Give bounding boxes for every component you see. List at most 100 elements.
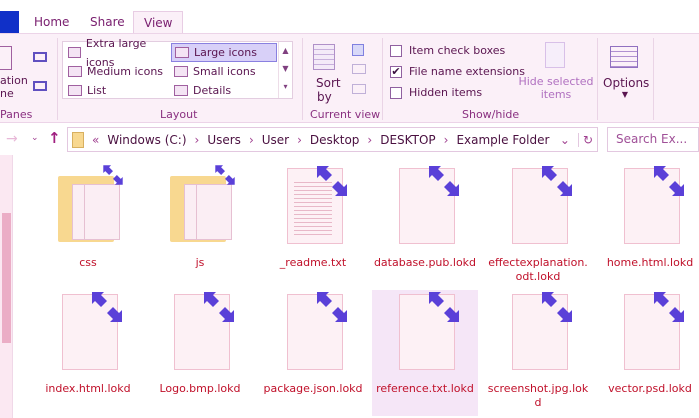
locked-arrow-icon (92, 292, 122, 322)
navigation-pane-scrollbar[interactable] (0, 155, 13, 418)
layout-small-icons[interactable]: Small icons (171, 62, 277, 81)
divider (382, 38, 383, 120)
medium-icons-icon (68, 66, 82, 77)
navigation-pane-icon[interactable] (0, 46, 12, 70)
locked-arrow-icon (542, 166, 572, 196)
file-icon (399, 294, 455, 370)
file-item[interactable]: vector.psd.lokd (597, 290, 699, 416)
file-item[interactable]: css (35, 164, 141, 290)
ribbon: ation ne Panes Extra large icons Medium … (0, 33, 699, 123)
refresh-icon[interactable]: ↻ (577, 132, 597, 147)
layout-large-icons[interactable]: Large icons (171, 43, 277, 62)
tab-view[interactable]: View (133, 11, 184, 34)
file-name: screenshot.jpg.lokd (487, 382, 589, 409)
recent-locations-icon[interactable]: ⌄ (31, 133, 39, 143)
file-item[interactable]: home.html.lokd (597, 164, 699, 290)
forward-arrow-icon[interactable]: → (6, 131, 18, 147)
file-icon (512, 294, 568, 370)
layout-gallery: Extra large icons Medium icons List Larg… (62, 37, 293, 100)
crumb-windows[interactable]: Windows (C:) (107, 132, 187, 147)
layout-medium-icons[interactable]: Medium icons (65, 62, 170, 81)
tab-share[interactable]: Share (90, 15, 125, 29)
sort-label[interactable]: Sort (316, 76, 341, 90)
group-show-hide-label: Show/hide (462, 108, 520, 121)
file-name: _readme.txt (279, 256, 347, 269)
divider (57, 38, 58, 120)
layout-list[interactable]: List (65, 81, 170, 100)
details-pane-icon[interactable] (33, 81, 47, 91)
divider (653, 38, 654, 120)
file-item[interactable]: database.pub.lokd (372, 164, 478, 290)
large-icons-icon (175, 47, 189, 58)
navigation-pane-button[interactable]: ation ne (0, 74, 28, 100)
file-name: vector.psd.lokd (608, 382, 692, 395)
locked-arrow-icon (654, 166, 684, 196)
options-button[interactable]: Options▼ (603, 76, 650, 99)
crumb-desktop[interactable]: Desktop (309, 132, 360, 147)
locked-arrow-icon (429, 166, 459, 196)
tab-file[interactable] (0, 11, 19, 33)
checkbox[interactable] (390, 44, 402, 57)
gallery-scroll[interactable]: ▲▼▾ (278, 42, 292, 98)
address-dropdown-icon[interactable]: ⌄ (559, 132, 570, 147)
file-icon (624, 294, 680, 370)
file-item[interactable]: screenshot.jpg.lokd (485, 290, 591, 416)
show-hide-checks: Item check boxes ✔File name extensions H… (390, 40, 525, 103)
file-item[interactable]: package.json.lokd (260, 290, 366, 416)
file-icon (174, 294, 230, 370)
hidden-items-toggle[interactable]: Hidden items (390, 82, 525, 103)
file-item[interactable]: reference.txt.lokd (372, 290, 478, 416)
locked-arrow-icon (317, 166, 347, 196)
chevron-down-icon: ▼ (621, 90, 629, 99)
size-columns-icon[interactable] (352, 84, 366, 94)
search-input[interactable]: Search Ex... (607, 127, 699, 152)
checkbox-checked[interactable]: ✔ (390, 64, 402, 78)
crumb-users[interactable]: Users (207, 132, 241, 147)
locked-arrow-icon (654, 292, 684, 322)
file-item[interactable]: js (147, 164, 253, 290)
file-item[interactable]: Logo.bmp.lokd (147, 290, 253, 416)
group-by-icon[interactable] (352, 44, 364, 56)
layout-details[interactable]: Details (171, 81, 277, 100)
file-icon (62, 294, 118, 370)
add-columns-icon[interactable] (352, 64, 366, 74)
options-icon (610, 46, 638, 68)
crumb-example-folder[interactable]: Example Folder (456, 132, 550, 147)
file-icon (624, 168, 680, 244)
preview-pane-icon[interactable] (33, 52, 47, 62)
file-name: database.pub.lokd (373, 256, 477, 269)
file-name: index.html.lokd (45, 382, 131, 395)
group-current-view-label: Current view (310, 108, 381, 121)
text-file-icon (287, 168, 343, 244)
crumb-user[interactable]: User (261, 132, 290, 147)
file-name-extensions-toggle[interactable]: ✔File name extensions (390, 64, 525, 78)
file-name: package.json.lokd (263, 382, 363, 395)
file-item[interactable]: _readme.txt (260, 164, 366, 290)
layout-extra-large-icons[interactable]: Extra large icons (65, 37, 170, 69)
item-check-boxes-toggle[interactable]: Item check boxes (390, 40, 525, 61)
tab-home[interactable]: Home (34, 15, 70, 29)
file-icon (287, 294, 343, 370)
sort-by-button[interactable]: by (317, 90, 332, 104)
locked-arrow-icon (103, 165, 123, 185)
hide-selected-icon (545, 42, 565, 68)
locked-arrow-icon (204, 292, 234, 322)
file-icon (512, 168, 568, 244)
file-name: js (195, 256, 205, 269)
checkbox[interactable] (390, 86, 402, 99)
locked-arrow-icon (542, 292, 572, 322)
crumb-desktop-folder[interactable]: DESKTOP (380, 132, 436, 147)
extra-large-icons-icon (68, 47, 81, 58)
scrollbar-thumb[interactable] (2, 213, 11, 343)
address-bar[interactable]: « Windows (C:)› Users› User› Desktop› DE… (67, 127, 598, 152)
file-name: reference.txt.lokd (376, 382, 474, 395)
ribbon-tabs: Home Share View (0, 0, 699, 34)
file-item[interactable]: index.html.lokd (35, 290, 141, 416)
up-arrow-icon[interactable]: ↑ (48, 129, 61, 147)
group-layout-label: Layout (160, 108, 198, 121)
details-icon (174, 85, 188, 96)
file-icon (399, 168, 455, 244)
file-name: Logo.bmp.lokd (159, 382, 241, 395)
file-item[interactable]: effectexplanation.odt.lokd (485, 164, 591, 290)
